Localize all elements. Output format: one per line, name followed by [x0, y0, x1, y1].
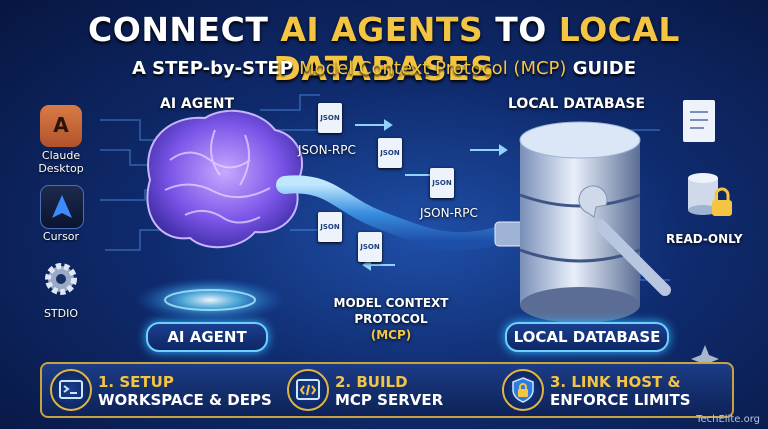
json-doc: JSON [318, 103, 342, 133]
json-rpc-label: JSON-RPC [420, 206, 478, 220]
json-rpc-label: JSON-RPC [298, 143, 356, 157]
brain-icon [146, 109, 304, 249]
database-icon [519, 121, 641, 323]
local-database-pill: LOCAL DATABASE [505, 322, 669, 352]
step-setup[interactable]: 1. SETUP WORKSPACE & DEPS [50, 364, 272, 416]
wrench-icon [578, 185, 671, 296]
cable [276, 175, 509, 251]
host-label-stdio: STDIO [43, 307, 79, 320]
claude-icon[interactable]: A [40, 105, 82, 147]
host-label-claude: Claude Desktop [38, 149, 84, 175]
steps-bar: 1. SETUP WORKSPACE & DEPS 2. BUILD MCP S… [40, 362, 734, 418]
step-3-title: 3. LINK HOST & [550, 373, 681, 391]
mcp-label-line3: (MCP) [370, 328, 412, 342]
step-1-title: 1. SETUP [98, 373, 174, 391]
step-1-subtitle: WORKSPACE & DEPS [98, 391, 272, 409]
read-only-db-icon [688, 173, 732, 216]
json-doc: JSON [430, 168, 454, 198]
step-3-subtitle: ENFORCE LIMITS [550, 391, 691, 409]
page-title: CONNECT AI AGENTS TO LOCAL DATABASES [88, 10, 680, 88]
gear-icon[interactable] [40, 258, 82, 300]
ai-agent-label: AI AGENT [160, 96, 235, 112]
read-only-label: READ-ONLY [666, 232, 743, 246]
shield-lock-icon [502, 369, 544, 411]
local-database-label: LOCAL DATABASE [508, 96, 646, 112]
cursor-icon[interactable] [40, 185, 84, 229]
terminal-icon [50, 369, 92, 411]
step-2-title: 2. BUILD [335, 373, 408, 391]
glow-platform [135, 278, 285, 322]
json-doc: JSON [378, 138, 402, 168]
document-icon [683, 100, 715, 142]
step-2-subtitle: MCP SERVER [335, 391, 444, 409]
ai-agent-pill: AI AGENT [146, 322, 268, 352]
footer-credit: TechElite.org [696, 414, 760, 425]
json-doc: JSON [358, 232, 382, 262]
page-subtitle: A STEP-by-STEP Model Context Protocol (M… [131, 58, 637, 79]
host-label-cursor: Cursor [42, 230, 80, 243]
step-link[interactable]: 3. LINK HOST & ENFORCE LIMITS [502, 364, 727, 416]
code-icon [287, 369, 329, 411]
mcp-label-line1: MODEL CONTEXT [333, 296, 449, 310]
mcp-label-line2: PROTOCOL [354, 312, 428, 326]
json-doc: JSON [318, 212, 342, 242]
step-build[interactable]: 2. BUILD MCP SERVER [287, 364, 487, 416]
